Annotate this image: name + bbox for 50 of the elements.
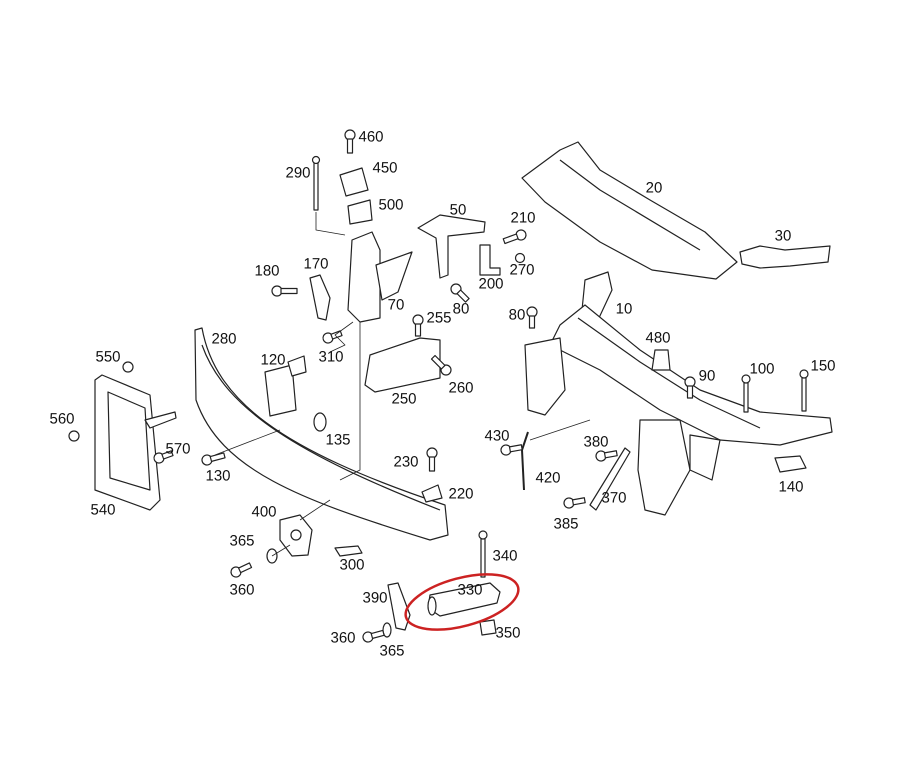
callout-number: 310 [318, 350, 344, 364]
callout-number: 480 [645, 330, 671, 346]
callout-number: 460 [358, 130, 384, 144]
callout-number: 220 [448, 486, 474, 502]
callout-number: 70 [388, 298, 404, 312]
callout-number: 80 [452, 302, 470, 316]
callout-number: 90 [698, 368, 716, 384]
callout-number: 350 [495, 626, 521, 640]
callout-number: 365 [229, 534, 255, 548]
callout-number: 180 [254, 264, 280, 278]
callout-number: 430 [484, 428, 510, 444]
callout-number: 550 [95, 350, 121, 364]
callout-number: 170 [303, 256, 329, 272]
callout-number: 200 [478, 276, 504, 292]
callout-number: 120 [260, 352, 286, 368]
callout-number: 385 [553, 516, 579, 532]
callout-number: 255 [426, 310, 452, 326]
callout-number: 150 [810, 358, 836, 374]
callout-number: 540 [90, 502, 116, 518]
callout-number: 390 [362, 590, 388, 606]
callout-number: 300 [339, 558, 365, 572]
callout-number: 365 [379, 644, 405, 658]
callout-number: 370 [601, 490, 627, 506]
callout-number: 250 [391, 392, 417, 406]
callout-number: 210 [510, 210, 536, 226]
callout-number: 500 [378, 198, 404, 212]
callout-number: 280 [211, 332, 237, 346]
callout-number: 330 [457, 582, 483, 598]
callout-number: 340 [492, 548, 518, 564]
callout-number: 140 [778, 480, 804, 494]
callout-number: 230 [393, 454, 419, 470]
callout-number: 80 [508, 308, 526, 322]
callout-number: 50 [450, 202, 466, 218]
callout-number: 380 [583, 434, 609, 450]
callout-number: 360 [229, 582, 255, 598]
callout-number: 360 [330, 630, 356, 646]
callout-number: 30 [774, 228, 792, 244]
callout-number: 560 [49, 412, 75, 426]
callout-number: 570 [165, 442, 191, 456]
callout-number: 270 [509, 262, 535, 278]
callout-number: 260 [448, 380, 474, 396]
callout-number: 130 [205, 468, 231, 484]
callout-number: 450 [372, 160, 398, 176]
callout-number: 100 [749, 362, 775, 376]
callout-number: 20 [646, 180, 662, 196]
callout-number: 400 [251, 504, 277, 520]
callout-number: 420 [535, 470, 561, 486]
callout-number: 290 [285, 166, 311, 180]
callout-number: 135 [325, 432, 351, 448]
callout-number: 10 [616, 302, 632, 316]
